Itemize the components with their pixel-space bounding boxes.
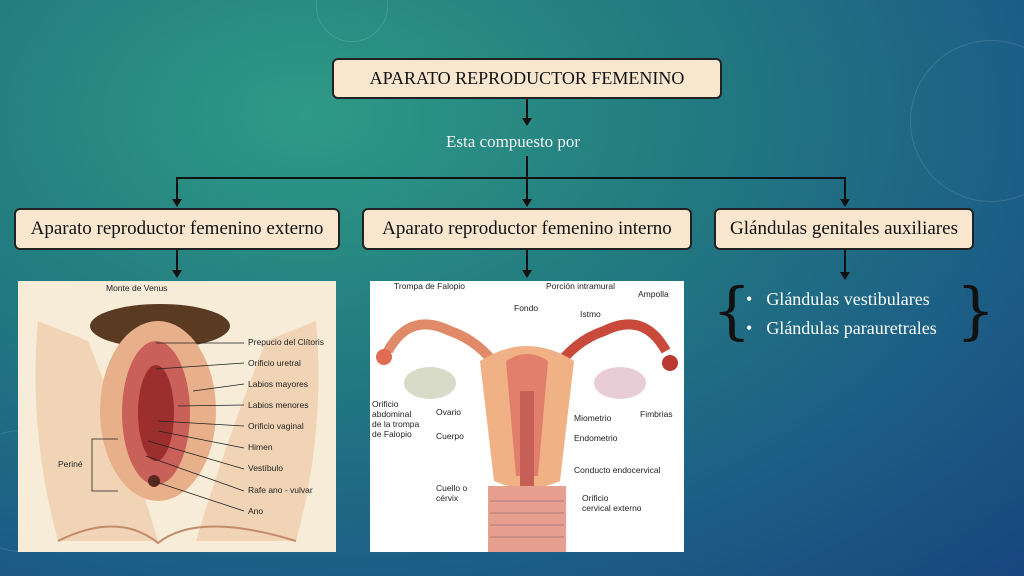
label-istmo: Istmo [580, 309, 601, 319]
arrowhead [172, 270, 182, 278]
connector-line [176, 177, 178, 199]
branch-box-internal: Aparato reproductor femenino interno [362, 208, 692, 250]
branch-box-glands: Glándulas genitales auxiliares [714, 208, 974, 250]
branch-label-external: Aparato reproductor femenino externo [30, 218, 324, 239]
title-box: APARATO REPRODUCTOR FEMENINO [332, 58, 722, 99]
background-ring [910, 40, 1024, 202]
label-vestibulo: Vestíbulo [248, 463, 283, 473]
label-miometrio: Miometrio [574, 413, 612, 423]
label-rafe: Rafe ano - vulvar [248, 485, 313, 495]
label-ano: Ano [248, 506, 264, 516]
label-ampolla: Ampolla [638, 289, 669, 299]
label-labios-menores: Labios menores [248, 400, 309, 410]
connector-line [526, 99, 528, 119]
label-cuello-1: Cuello o [436, 483, 468, 493]
uterus-drawing [376, 319, 678, 552]
arrowhead [522, 199, 532, 207]
label-conducto-endocervical: Conducto endocervical [574, 465, 661, 475]
label-orificio-abdominal-2: abdominal [372, 409, 412, 419]
label-orificio-uretral: Orificio uretral [248, 358, 301, 368]
label-fondo: Fondo [514, 303, 539, 313]
label-endometrio: Endometrio [574, 433, 618, 443]
connector-line [526, 177, 528, 199]
background-ring [316, 0, 388, 42]
vulva-drawing [35, 304, 319, 545]
branch-label-glands: Glándulas genitales auxiliares [730, 218, 958, 239]
internal-anatomy-illustration: Trompa de Falopio Porción intramural Amp… [370, 281, 684, 552]
gland-item: Glándulas vestibulares [746, 289, 937, 310]
branch-box-external: Aparato reproductor femenino externo [14, 208, 340, 250]
label-orificio-vaginal: Orificio vaginal [248, 421, 304, 431]
right-brace: } [956, 274, 996, 347]
label-trompa: Trompa de Falopio [394, 281, 466, 291]
branch-label-internal: Aparato reproductor femenino interno [382, 218, 672, 239]
label-himen: Himen [248, 442, 273, 452]
arrowhead [840, 199, 850, 207]
label-orificio-abdominal-4: de Falopio [372, 429, 412, 439]
label-orificio-abdominal-1: Orificio [372, 399, 399, 409]
connector-line [526, 250, 528, 270]
connector-text: Esta compuesto por [446, 132, 581, 151]
connector-line [844, 177, 846, 199]
connector-line [526, 156, 528, 178]
label-porcion-intramural: Porción intramural [546, 281, 615, 291]
label-ovario: Ovario [436, 407, 462, 417]
title-text: APARATO REPRODUCTOR FEMENINO [369, 68, 685, 88]
label-prepucio: Prepucio del Clítoris [248, 337, 325, 347]
label-cuello-2: cérvix [436, 493, 459, 503]
label-orificio-cervical-2: cervical externo [582, 503, 642, 513]
arrowhead [172, 199, 182, 207]
label-fimbrias: Fimbrias [640, 409, 673, 419]
arrowhead [522, 118, 532, 126]
glands-list: Glándulas vestibulares Glándulas paraure… [746, 289, 937, 347]
connector-line [176, 250, 178, 270]
left-brace: { [712, 274, 752, 347]
label-monte-de-venus: Monte de Venus [106, 283, 168, 293]
external-anatomy-illustration: Monte de Venus Periné Prepucio del Clíto… [18, 281, 336, 552]
arrowhead [522, 270, 532, 278]
label-perine: Periné [58, 459, 83, 469]
label-orificio-abdominal-3: de la trompa [372, 419, 420, 429]
gland-item: Glándulas parauretrales [746, 318, 936, 339]
label-orificio-cervical-1: Orificio [582, 493, 609, 503]
arrowhead [840, 272, 850, 280]
connector-line [176, 177, 846, 179]
label-labios-mayores: Labios mayores [248, 379, 309, 389]
connector-line [844, 250, 846, 272]
label-cuerpo: Cuerpo [436, 431, 464, 441]
